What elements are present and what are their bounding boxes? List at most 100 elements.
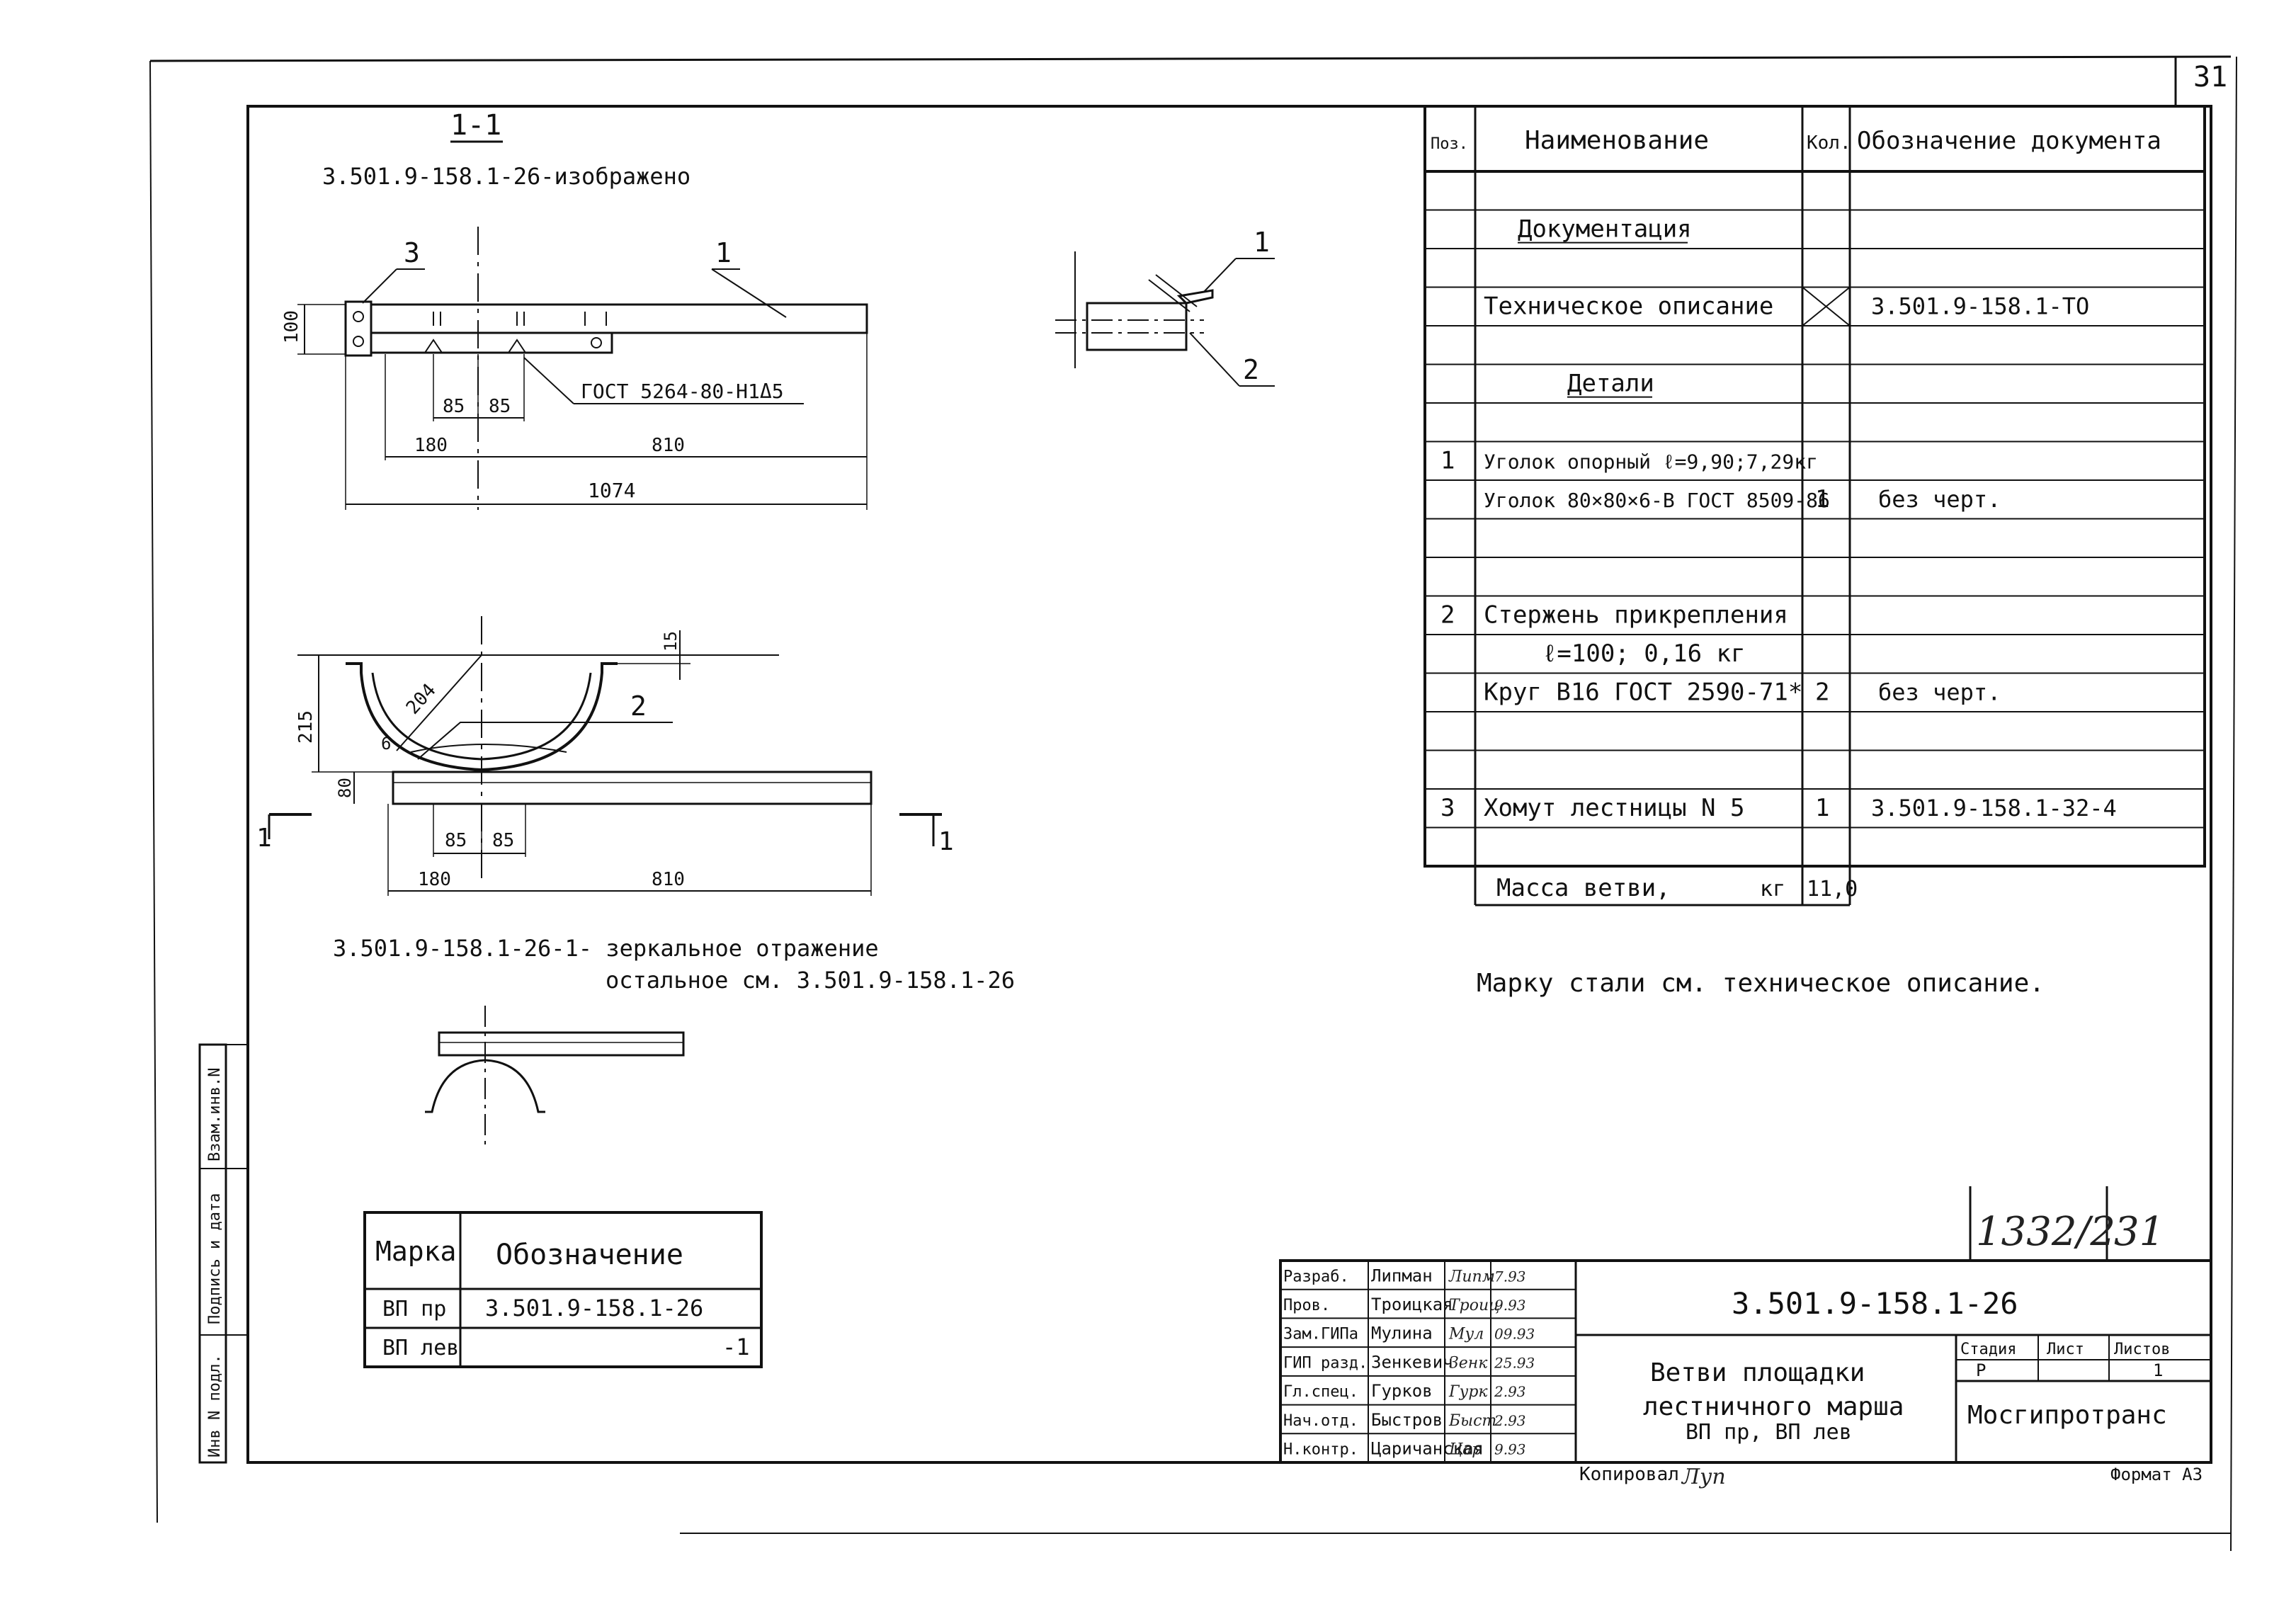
mirror-sketch	[425, 1006, 685, 1147]
clamp-3-profile	[346, 662, 618, 772]
tb-sign: Быст	[1448, 1412, 1496, 1430]
tb-sign: Цар	[1448, 1441, 1482, 1459]
tb-org: Мосгипротранс	[1967, 1401, 2167, 1430]
spec-header-2: Кол.	[1807, 132, 1851, 154]
tb-sign: Мул	[1448, 1326, 1484, 1343]
spec-doc: без черт.	[1878, 679, 2001, 706]
bolt-hole	[591, 337, 602, 348]
title-block-frame	[1279, 1259, 2212, 1464]
angle-1-elevation	[392, 771, 873, 805]
copied-sign: Луп	[1681, 1465, 1726, 1489]
stamp-sheet: 31	[2114, 1209, 2164, 1255]
spec-header-3: Обозначение документа	[1857, 127, 2161, 155]
side-callout-1: 1	[1254, 227, 1270, 258]
dim-85a: 85	[443, 396, 465, 417]
side-callout-2: 2	[1243, 354, 1259, 385]
spec-qty: 2	[1815, 678, 1829, 707]
weld-gost: ГОСТ 5264-80-Н1Δ5	[581, 380, 784, 403]
spec-name: Техническое описание	[1484, 292, 1773, 321]
tb-date: 2.93	[1494, 1383, 1526, 1400]
clamp-plate-3	[344, 300, 373, 357]
tb-role: ГИП разд.	[1283, 1354, 1368, 1372]
mirror-angle	[438, 1031, 685, 1057]
dim-810: 810	[652, 435, 685, 456]
angle-section	[1086, 302, 1188, 351]
hatch	[1155, 274, 1198, 307]
spec-qty: 1	[1815, 485, 1829, 513]
mark-row-1-mark: ВП пр	[382, 1297, 446, 1322]
tb-stage: Р	[1976, 1360, 1986, 1380]
tb-sheets: 1	[2153, 1360, 2163, 1380]
clamp-3-inner	[371, 672, 592, 761]
tb-role: Гл.спец.	[1283, 1383, 1358, 1401]
tb-sign: Гурк	[1448, 1383, 1488, 1401]
tb-role: Зам.ГИПа	[1283, 1326, 1358, 1343]
callout-1: 1	[715, 237, 732, 268]
mark-table: Марка Обозначение ВП пр 3.501.9-158.1-26…	[363, 1211, 763, 1368]
dim-80: 80	[335, 778, 355, 798]
sheet-left-edge	[149, 60, 158, 1523]
bolt-hole	[353, 311, 364, 322]
tb-code: 3.501.9-158.1-26	[1732, 1286, 2018, 1321]
mass-label: Масса ветви,	[1496, 874, 1671, 902]
tb-name: Троицкая	[1371, 1295, 1453, 1314]
tb-sheets-header: Листов	[2114, 1341, 2170, 1358]
spec-pos: 1	[1440, 447, 1455, 475]
dim-100: 100	[281, 310, 302, 343]
mark-row-1-doc: 3.501.9-158.1-26	[485, 1295, 703, 1322]
tb-title-1: Ветви площадки	[1650, 1358, 1865, 1387]
dim-85b: 85	[489, 396, 511, 417]
tb-date: 09.93	[1494, 1326, 1535, 1343]
tb-role: Н.контр.	[1283, 1441, 1358, 1459]
front-dim-85b: 85	[492, 830, 514, 851]
dim-180: 180	[414, 435, 448, 456]
front-dim-85a: 85	[445, 830, 467, 851]
sheet-format: Формат А3	[2110, 1465, 2203, 1484]
angle-1-plan	[370, 303, 868, 334]
rod-end	[508, 339, 526, 353]
rod-end	[424, 339, 443, 353]
spec-pos: 2	[1440, 601, 1455, 630]
side-stamp: Инв N подл. Подпись и дата Взам.инв.N	[198, 1043, 248, 1464]
dim-204: 204	[402, 680, 441, 719]
leader	[1189, 332, 1240, 387]
mark-row-2-mark: ВП лев	[382, 1336, 459, 1360]
title-block: 1332/2 31 3.501.9-158.1-26 Ветви площадк…	[1279, 1186, 2212, 1489]
mass-unit: кг	[1760, 877, 1785, 902]
side-stamp-sign: Подпись и дата	[206, 1193, 224, 1324]
tb-name: Мулина	[1371, 1324, 1433, 1343]
spec-doc: 3.501.9-158.1-ТО	[1871, 293, 2089, 320]
leader	[362, 268, 397, 304]
tb-date: 2.93	[1494, 1412, 1526, 1429]
steel-note: Марку стали см. техническое описание.	[1477, 969, 2045, 998]
spec-name: Уголок 80×80×6-В ГОСТ 8509-86	[1484, 489, 1830, 512]
mark-row-2-doc: -1	[722, 1334, 750, 1360]
spec-pos: 3	[1440, 794, 1455, 822]
sheet-right-edge	[2230, 56, 2237, 1552]
spec-name: ℓ=100; 0,16 кг	[1542, 640, 1746, 668]
dim-15: 15	[661, 631, 681, 652]
side-stamp-frame	[198, 1043, 227, 1464]
tb-title-3: ВП пр, ВП лев	[1686, 1420, 1852, 1445]
tb-sign: Липм	[1448, 1268, 1495, 1285]
mirror-clamp	[425, 1059, 545, 1113]
tb-name: Царичанская	[1371, 1439, 1484, 1459]
cross-mark	[1802, 286, 1851, 326]
tb-name: Липман	[1371, 1266, 1433, 1285]
tb-name: Гурков	[1371, 1381, 1433, 1401]
mark-header-doc: Обозначение	[496, 1239, 683, 1271]
angle-flange-plan	[370, 331, 613, 354]
spec-name: Хомут лестницы N 5	[1484, 794, 1744, 822]
spec-name: Документация	[1518, 215, 1692, 244]
tb-date: 9.93	[1494, 1297, 1526, 1314]
tb-title-2: лестничного марша	[1643, 1392, 1904, 1421]
spec-name: Круг В16 ГОСТ 2590-71*	[1484, 678, 1802, 707]
leader	[711, 268, 787, 318]
mirror-note-1: 3.501.9-158.1-26-1- зеркальное отражение	[333, 935, 879, 962]
hatch	[1148, 279, 1190, 312]
spec-header-1: Наименование	[1525, 126, 1709, 155]
tb-sign: Зенк	[1449, 1354, 1488, 1372]
spec-doc: без черт.	[1878, 486, 2001, 513]
tb-sign: Троиц	[1449, 1297, 1500, 1314]
